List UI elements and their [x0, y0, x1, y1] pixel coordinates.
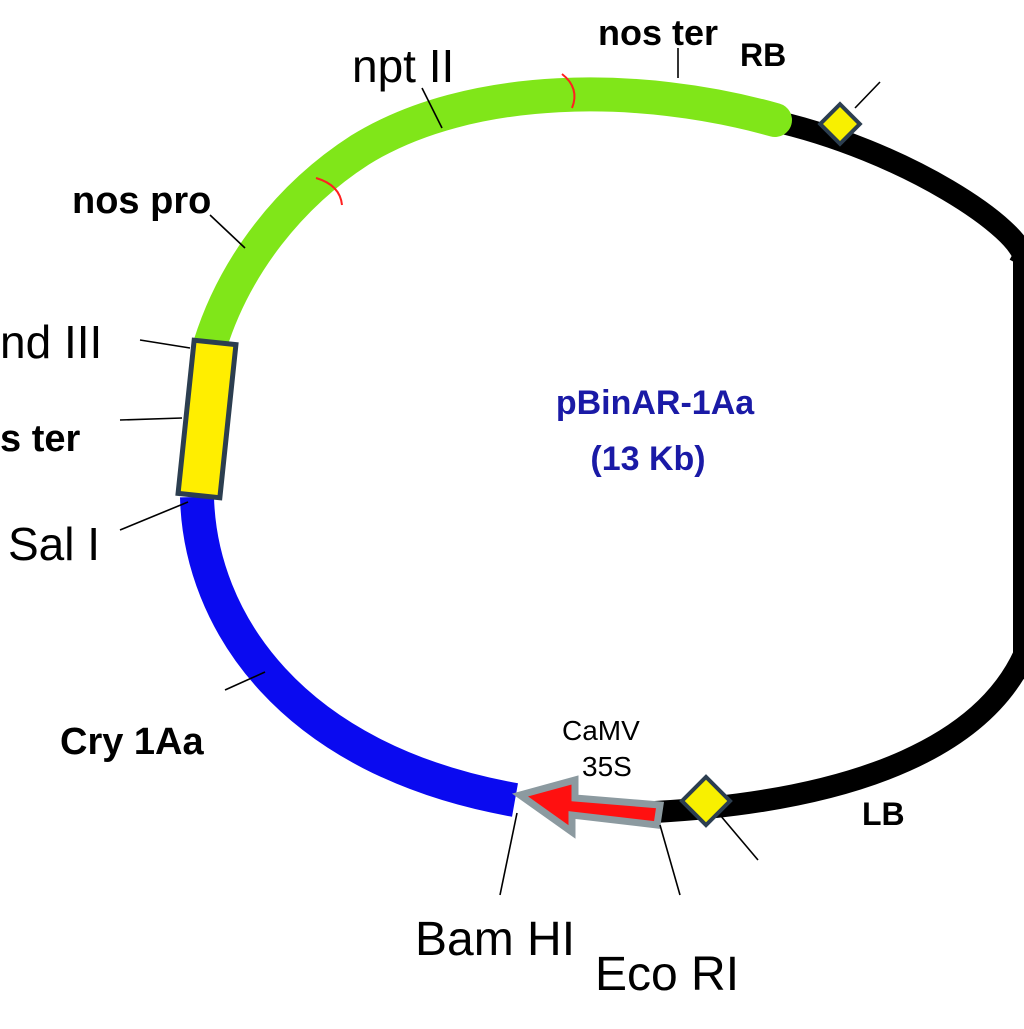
leader-cry-1aa [224, 671, 266, 691]
plasmid-size: (13 Kb) [590, 440, 705, 478]
leader-lb [719, 814, 759, 861]
label-lb: LB [862, 796, 905, 832]
label-nos-pro: nos pro [72, 180, 211, 222]
camv-35s-arrow [511, 775, 665, 839]
label-hind-iii: nd III [0, 316, 102, 368]
leader-hind-iii [139, 339, 191, 349]
lb-border-marker [679, 774, 733, 828]
backbone-right-edge [1008, 240, 1024, 681]
label-npt-ii: npt II [352, 40, 454, 92]
leader-sal-i [119, 501, 189, 531]
label-bam-hi: Bam HI [415, 913, 575, 966]
leader-nos-ter-left [119, 417, 183, 421]
leader-npt-ii [421, 87, 443, 129]
nos-ter-cassette-box [175, 337, 239, 501]
npt-ii-arc [193, 77, 792, 362]
leader-nos-pro [209, 214, 246, 249]
junction-mark-1 [561, 73, 576, 109]
cry-1aa-arc [180, 496, 518, 817]
junction-mark-2 [315, 177, 343, 206]
plasmid-name: pBinAR-1Aa [556, 384, 755, 422]
label-sal-i: Sal I [8, 518, 100, 570]
label-nos-ter-top: nos ter [598, 12, 718, 53]
backbone-arc [654, 109, 1024, 823]
rb-border-marker [817, 101, 863, 147]
label-eco-ri: Eco RI [595, 948, 739, 1001]
label-nos-ter-left: s ter [0, 418, 80, 460]
label-camv-line1: CaMV [562, 715, 640, 746]
leader-bam-hi [499, 812, 518, 896]
label-cry-1aa: Cry 1Aa [60, 721, 204, 763]
label-rb: RB [740, 37, 786, 73]
leader-eco-ri [659, 824, 681, 896]
label-camv-line2: 35S [582, 751, 632, 782]
leader-rb [854, 81, 881, 109]
